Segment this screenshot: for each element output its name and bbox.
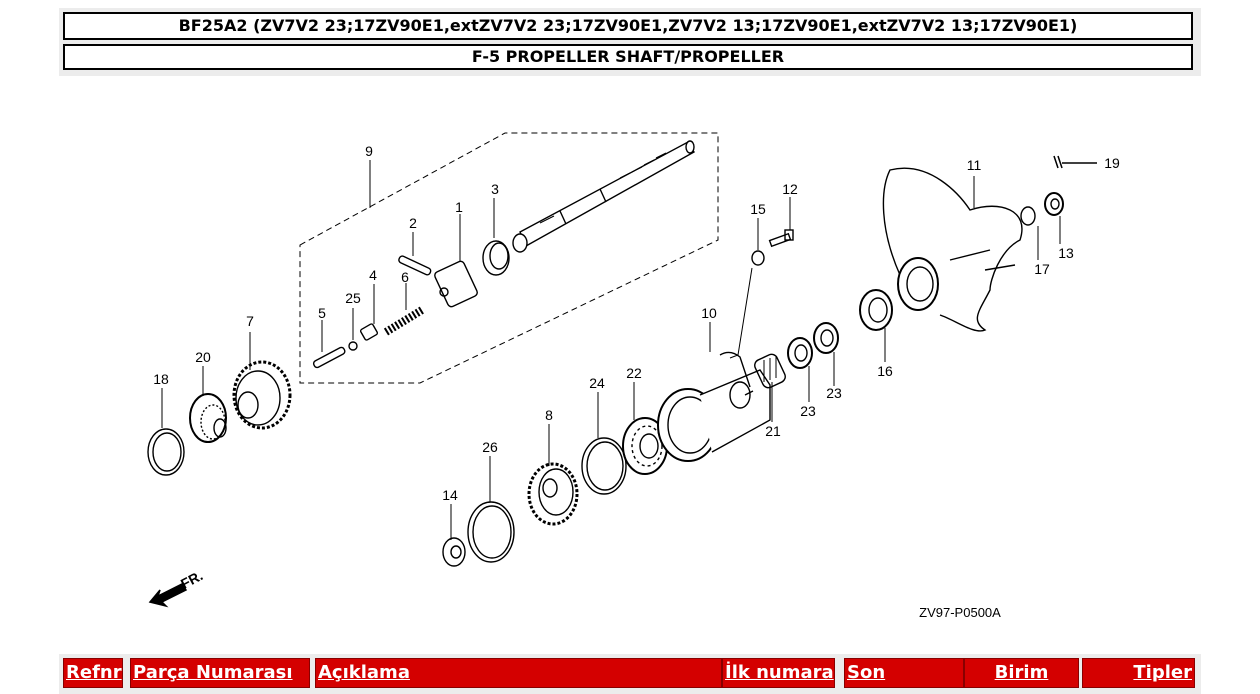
- callout-2: 2: [409, 215, 417, 231]
- callout-9: 9: [365, 143, 373, 159]
- steel-ball: [348, 341, 358, 351]
- table-header: Refnr Parça Numarası Açıklama İlk numara…: [59, 654, 1201, 694]
- column-unit[interactable]: Birim: [964, 658, 1079, 688]
- callout-18: 18: [153, 371, 169, 387]
- parts-diagram: 1 2 3 4 5 6 7 8 9 10 11 12 13 14 15 16 1…: [147, 132, 1120, 620]
- oil-seal-23b: [813, 322, 839, 354]
- header-panel: BF25A2 (ZV7V2 23;17ZV90E1,extZV7V2 23;17…: [59, 8, 1201, 76]
- callout-4: 4: [369, 267, 377, 283]
- drawing-code: ZV97-P0500A: [919, 605, 1001, 620]
- column-description[interactable]: Açıklama: [315, 658, 722, 688]
- callout-16: 16: [877, 363, 893, 379]
- callout-19: 19: [1104, 155, 1120, 171]
- callout-11: 11: [967, 157, 982, 173]
- thrust-washer-14: [442, 537, 466, 567]
- callout-12: 12: [782, 181, 798, 197]
- callout-24: 24: [589, 375, 605, 391]
- washer-17: [1020, 206, 1036, 226]
- spring-cup: [359, 323, 379, 341]
- shifter-rod: [312, 346, 346, 369]
- thrust-holder-16: [859, 289, 893, 331]
- callout-21: 21: [765, 423, 781, 439]
- shift-spring: [383, 306, 425, 336]
- callout-25: 25: [345, 290, 361, 306]
- callout-13: 13: [1058, 245, 1074, 261]
- castle-nut-13: [1044, 192, 1064, 216]
- shim-18: [147, 428, 185, 476]
- bearing-holder: [657, 351, 771, 462]
- callout-15: 15: [750, 201, 766, 217]
- needle-bearing-21: [754, 353, 786, 389]
- shaft-assembly-box: [299, 132, 719, 384]
- bevel-gear-7: [232, 360, 292, 430]
- column-refnr[interactable]: Refnr: [63, 658, 123, 688]
- oil-seal-23a: [787, 337, 813, 369]
- callout-17: 17: [1034, 261, 1050, 277]
- column-first-number[interactable]: İlk numara: [722, 658, 835, 688]
- shaft-collar: [482, 240, 510, 276]
- callout-5: 5: [318, 305, 326, 321]
- callout-14: 14: [442, 487, 458, 503]
- callout-1: 1: [455, 199, 463, 215]
- column-part-number[interactable]: Parça Numarası: [130, 658, 310, 688]
- callout-22: 22: [626, 365, 642, 381]
- o-ring-26: [467, 501, 515, 563]
- callout-8: 8: [545, 407, 553, 423]
- callout-6: 6: [401, 269, 409, 285]
- bevel-gear-8: [527, 462, 579, 526]
- bolt-12: [768, 229, 794, 248]
- taper-bearing-20: [189, 393, 227, 443]
- propeller-shaft: [512, 140, 695, 253]
- cotter-pin-19: [1053, 155, 1097, 169]
- callout-7: 7: [246, 313, 254, 329]
- callout-3: 3: [491, 181, 499, 197]
- callout-26: 26: [482, 439, 498, 455]
- callout-23a: 23: [800, 403, 816, 419]
- clutch-pin: [398, 255, 432, 276]
- front-direction-arrow: [148, 583, 188, 608]
- column-last[interactable]: Son: [844, 658, 964, 688]
- callout-23b: 23: [826, 385, 842, 401]
- model-title: BF25A2 (ZV7V2 23;17ZV90E1,extZV7V2 23;17…: [63, 12, 1193, 40]
- callout-10: 10: [701, 305, 717, 321]
- o-ring-24: [581, 437, 627, 495]
- washer-15: [751, 250, 765, 266]
- section-title: F-5 PROPELLER SHAFT/PROPELLER: [63, 44, 1193, 70]
- callout-20: 20: [195, 349, 211, 365]
- clutch-shifter: [434, 260, 478, 308]
- leader-lines: [161, 160, 1061, 540]
- propeller: [882, 167, 1023, 332]
- column-types[interactable]: Tipler: [1082, 658, 1195, 688]
